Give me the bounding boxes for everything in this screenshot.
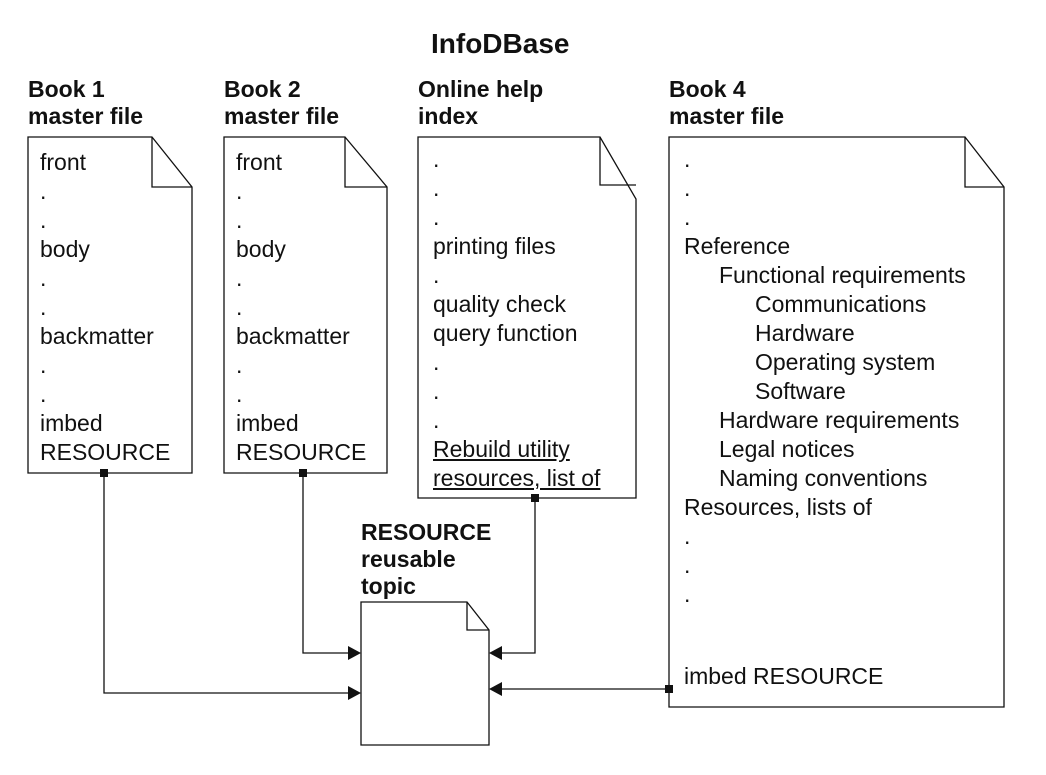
book2-arrowhead (348, 646, 361, 660)
book4-line: Naming conventions (719, 465, 928, 491)
book4-line: Hardware requirements (719, 407, 960, 433)
help-content: . . . printing files . quality check que… (433, 145, 600, 493)
book4-line: Reference (684, 233, 791, 259)
book1-line: . (40, 207, 47, 233)
book1-line: backmatter (40, 323, 154, 349)
book1-document-shape (27, 136, 193, 474)
book2-line: backmatter (236, 323, 350, 349)
book4-heading-line: master file (669, 103, 785, 129)
help-heading: Online help index (418, 76, 543, 130)
help-line: . (433, 407, 440, 433)
help-line: . (433, 204, 440, 230)
book4-line: Hardware (755, 320, 855, 346)
book2-line: . (236, 265, 243, 291)
book2-content: front . . body . . backmatter . . imbed … (236, 148, 366, 467)
book1-connector (103, 473, 352, 694)
book2-line: body (236, 236, 286, 262)
book4-heading-line: Book 4 (669, 76, 746, 102)
book2-heading-line: Book 2 (224, 76, 301, 102)
book4-line: . (684, 175, 691, 201)
book2-line: . (236, 207, 243, 233)
book2-line: . (236, 178, 243, 204)
book1-line: RESOURCE (40, 439, 171, 465)
resource-heading-line: RESOURCE (361, 519, 492, 545)
help-connector (498, 498, 536, 654)
book1-line: imbed (40, 410, 103, 436)
book1-fold (151, 137, 192, 188)
help-line: . (433, 175, 440, 201)
resource-heading-line: topic (361, 573, 416, 599)
help-line: quality check (433, 291, 566, 317)
help-document-shape (417, 136, 637, 499)
book2-line: . (236, 294, 243, 320)
help-heading-line: Online help (418, 76, 544, 102)
book4-line: . (684, 146, 691, 172)
book4-line: Functional requirements (719, 262, 966, 288)
book1-content: front . . body . . backmatter . . imbed … (40, 148, 170, 467)
book2-heading: Book 2 master file (224, 76, 339, 130)
book1-heading: Book 1 master file (28, 76, 143, 130)
book4-imbed-resource: imbed RESOURCE (684, 663, 884, 689)
book1-heading-line: Book 1 (28, 76, 105, 102)
book1-line: . (40, 265, 47, 291)
resource-fold (466, 602, 489, 631)
book1-line: . (40, 178, 47, 204)
book1-line: . (40, 352, 47, 378)
help-line: . (433, 146, 440, 172)
book1-line: . (40, 294, 47, 320)
book4-line: . (684, 523, 691, 549)
book1-line: . (40, 381, 47, 407)
help-link-resources-list[interactable]: resources, list of (433, 465, 601, 491)
help-line: . (433, 349, 440, 375)
diagram-title: InfoDBase (431, 28, 570, 59)
book2-line: front (236, 149, 283, 175)
book4-line: . (684, 581, 691, 607)
book4-line: . (684, 204, 691, 230)
help-heading-line: index (418, 103, 479, 129)
help-link-rebuild-utility[interactable]: Rebuild utility (433, 436, 570, 462)
book1-line: body (40, 236, 90, 262)
help-arrowhead (489, 646, 502, 660)
resource-document-shape (360, 601, 490, 746)
resource-heading: RESOURCE reusable topic (361, 519, 491, 600)
book1-arrowhead (348, 686, 361, 700)
book2-heading-line: master file (224, 103, 340, 129)
book1-heading-line: master file (28, 103, 144, 129)
book4-connector-start (665, 685, 673, 693)
help-fold (599, 137, 636, 186)
book4-heading: Book 4 master file (669, 76, 784, 130)
book4-line: Communications (755, 291, 927, 317)
book2-connector (302, 473, 352, 654)
resource-heading-line: reusable (361, 546, 456, 572)
book2-document-shape (223, 136, 388, 474)
book4-line: . (684, 552, 691, 578)
help-line: query function (433, 320, 578, 346)
book2-line: . (236, 352, 243, 378)
book4-fold (964, 137, 1004, 188)
book1-connector-start (100, 469, 108, 477)
help-line: . (433, 378, 440, 404)
book2-connector-start (299, 469, 307, 477)
book1-line: front (40, 149, 87, 175)
book4-arrowhead (489, 682, 502, 696)
book2-line: RESOURCE (236, 439, 367, 465)
book2-fold (344, 137, 387, 188)
book4-line: Resources, lists of (684, 494, 872, 520)
book2-line: imbed (236, 410, 299, 436)
help-line: . (433, 262, 440, 288)
book4-content: . . . Reference Functional requirements … (684, 145, 966, 609)
book4-line: Operating system (755, 349, 936, 375)
book4-document-shape (668, 136, 1005, 708)
book4-line: Legal notices (719, 436, 855, 462)
book4-line: Software (755, 378, 846, 404)
book2-line: . (236, 381, 243, 407)
help-connector-start (531, 494, 539, 502)
help-line: printing files (433, 233, 556, 259)
